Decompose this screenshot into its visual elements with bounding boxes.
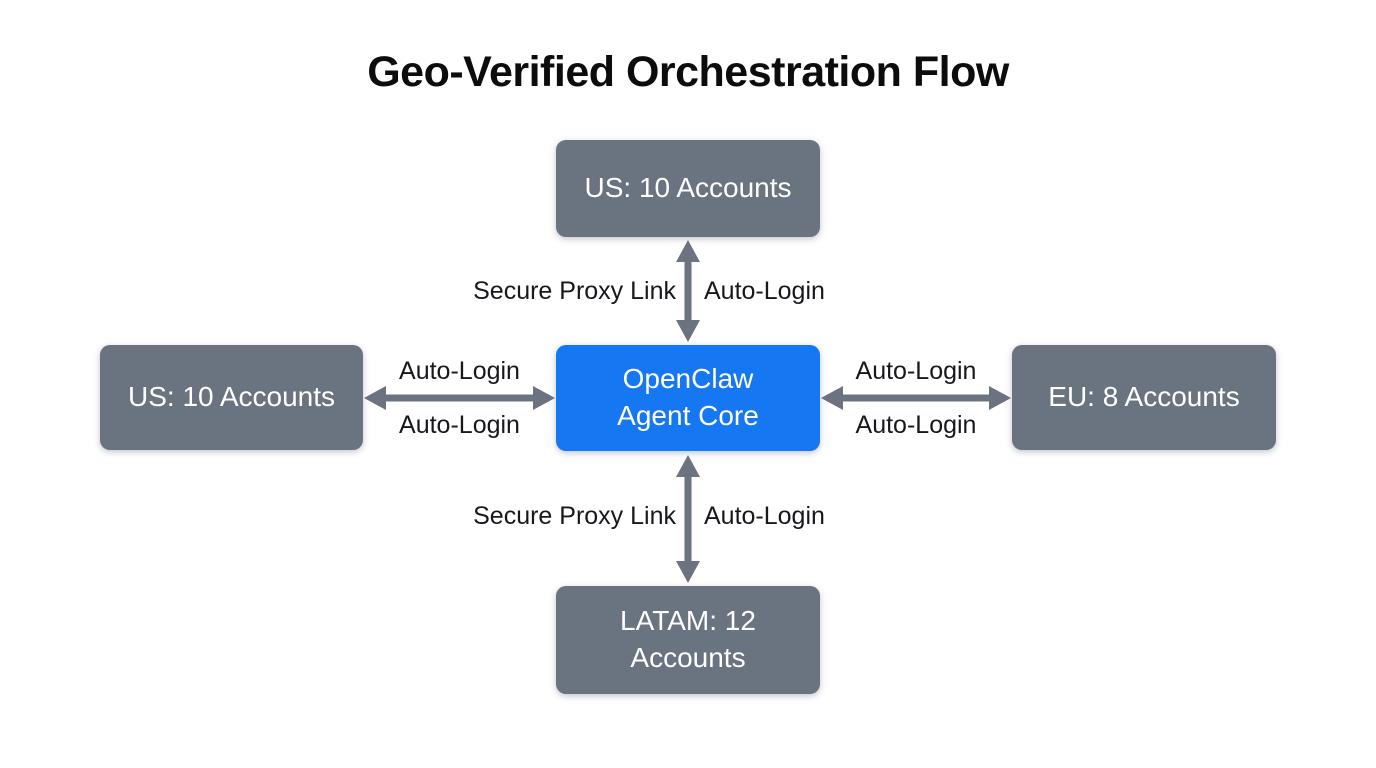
node-latam: LATAM: 12 Accounts xyxy=(556,586,820,694)
arrowhead-up-icon xyxy=(676,455,700,477)
node-label: US: 10 Accounts xyxy=(127,381,335,413)
node-openclaw-agent-core: OpenClaw Agent Core xyxy=(556,345,820,451)
edge-label-auto-login-left-bottom: Auto-Login xyxy=(399,411,520,439)
node-label: US: 10 Accounts xyxy=(584,172,792,204)
arrow-core-top xyxy=(676,240,700,342)
node-label: EU: 8 Accounts xyxy=(1048,381,1240,413)
diagram-title: Geo-Verified Orchestration Flow xyxy=(367,48,1009,96)
node-label-line1: OpenClaw xyxy=(622,363,754,395)
arrowhead-up-icon xyxy=(676,240,700,262)
edge-label-secure-proxy-link-bottom: Secure Proxy Link xyxy=(473,502,676,530)
arrowhead-left-icon xyxy=(821,386,843,410)
node-us-top: US: 10 Accounts xyxy=(556,140,820,237)
edge-label-auto-login-bottom: Auto-Login xyxy=(704,502,825,530)
edge-label-auto-login-right-top: Auto-Login xyxy=(855,357,977,385)
arrow-core-right xyxy=(821,386,1011,410)
node-label: LATAM: 12 Accounts xyxy=(620,605,756,673)
edge-label-auto-login-top: Auto-Login xyxy=(704,277,825,305)
node-eu: EU: 8 Accounts xyxy=(1012,345,1276,450)
arrowhead-right-icon xyxy=(989,386,1011,410)
arrowhead-down-icon xyxy=(676,320,700,342)
arrow-core-left xyxy=(364,386,555,410)
arrow-core-bottom xyxy=(676,455,700,583)
edge-label-auto-login-right-bottom: Auto-Login xyxy=(855,411,977,439)
arrowhead-right-icon xyxy=(533,386,555,410)
edge-label-auto-login-left-top: Auto-Login xyxy=(399,357,520,385)
node-label-line2: Agent Core xyxy=(617,400,759,431)
arrowhead-down-icon xyxy=(676,561,700,583)
edge-label-secure-proxy-link-top: Secure Proxy Link xyxy=(473,277,676,305)
node-us-left: US: 10 Accounts xyxy=(100,345,363,450)
arrowhead-left-icon xyxy=(364,386,386,410)
